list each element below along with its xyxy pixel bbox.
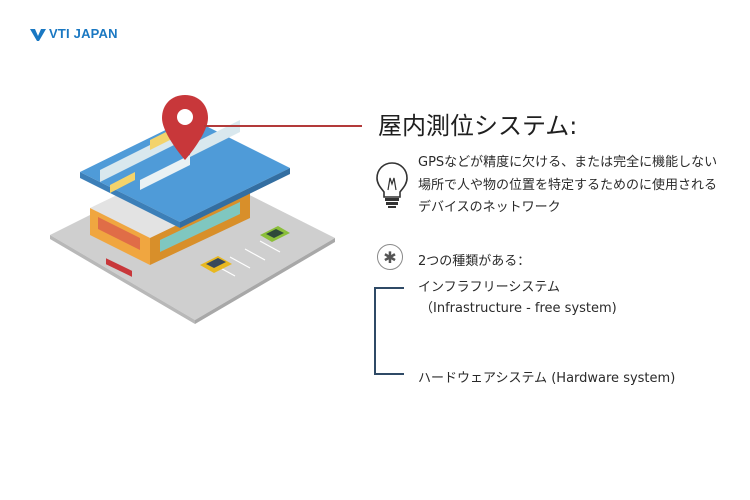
types-heading: 2つの種類がある：	[418, 254, 531, 269]
bracket-connector	[374, 287, 404, 375]
brand-logo: VTI JAPAN	[30, 26, 118, 41]
asterisk-icon: ✱	[377, 244, 403, 270]
page-title: 屋内測位システム:	[378, 112, 578, 140]
type-item-infrastructure-free-sub: （Infrastructure - free system)	[420, 301, 617, 316]
definition-text: GPSなどが精度に欠ける、または完全に機能しない場所で人や物の位置を特定するため…	[418, 155, 718, 215]
store-building-illustration	[50, 95, 335, 324]
vti-logo-icon	[30, 28, 46, 41]
lightbulb-icon	[376, 162, 408, 208]
brand-name: VTI JAPAN	[49, 26, 118, 41]
pointer-line	[204, 125, 362, 127]
type-item-hardware: ハードウェアシステム (Hardware system)	[418, 371, 676, 386]
car-yellow	[200, 256, 232, 273]
location-pin-icon	[162, 95, 208, 160]
type-item-infrastructure-free: インフラフリーシステム	[418, 280, 560, 295]
car-green	[260, 226, 290, 242]
